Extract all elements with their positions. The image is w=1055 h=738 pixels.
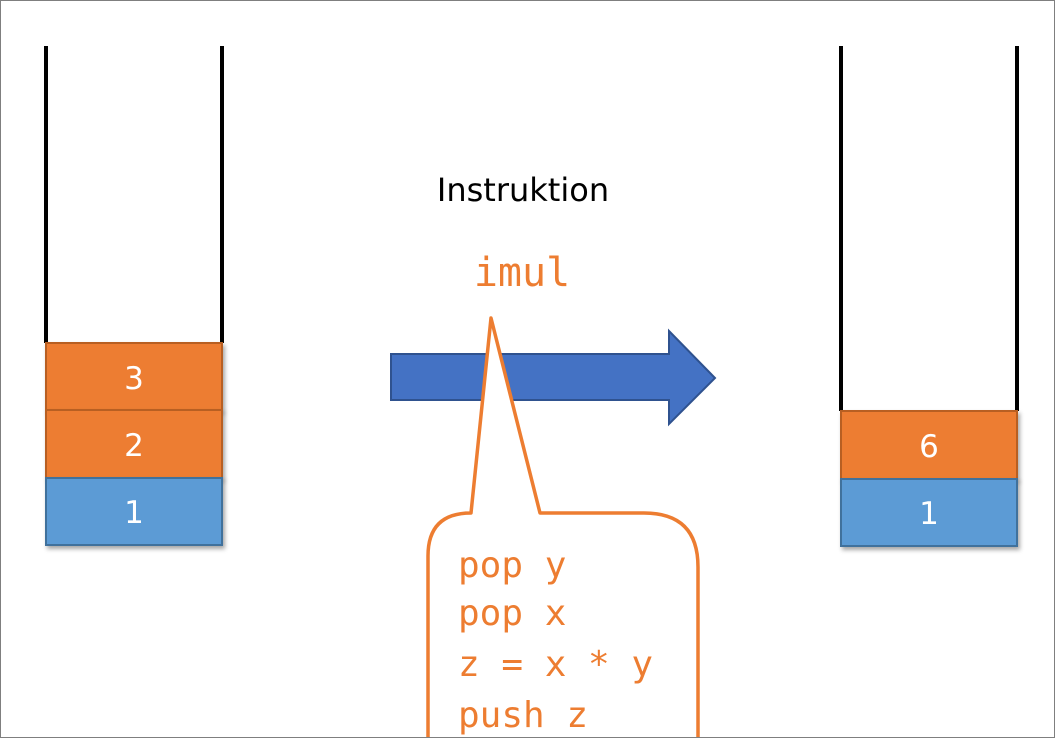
right-stack-cell-bottom-value: 1 bbox=[919, 496, 939, 532]
left-stack-cell-middle bbox=[45, 409, 223, 479]
left-stack-cell-top bbox=[45, 342, 223, 411]
instruction-heading: Instruktion bbox=[437, 171, 609, 209]
right-stack: 6 1 bbox=[839, 46, 1019, 547]
left-stack: 3 2 1 bbox=[44, 46, 224, 546]
callout-bubble bbox=[426, 316, 700, 737]
callout-line-4: push z bbox=[458, 695, 588, 736]
left-stack-cell-bottom bbox=[45, 477, 223, 546]
right-stack-cell-bottom bbox=[840, 478, 1018, 547]
callout-line-2: pop x bbox=[458, 593, 566, 634]
callout-line-1: pop y bbox=[458, 545, 566, 586]
left-stack-cell-top-value: 3 bbox=[124, 361, 144, 397]
left-stack-cell-middle-value: 2 bbox=[124, 428, 144, 464]
callout-line-3: z = x * y bbox=[458, 644, 653, 685]
instruction-name: imul bbox=[474, 250, 570, 296]
transition-arrow bbox=[390, 328, 717, 427]
right-stack-cell-top bbox=[840, 410, 1018, 480]
right-stack-cell-top-value: 6 bbox=[919, 429, 939, 465]
left-stack-cell-bottom-value: 1 bbox=[124, 495, 144, 531]
